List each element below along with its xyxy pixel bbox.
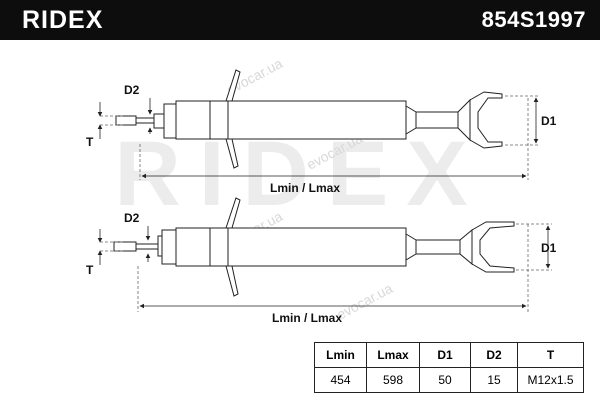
label-d1-top: D1	[541, 114, 557, 128]
watermark-site-4: evocar.ua	[334, 280, 395, 323]
shock-absorber-top	[115, 69, 503, 169]
brand-logo: RIDEX	[22, 6, 104, 34]
spec-value-d2: 15	[470, 367, 518, 393]
spec-value-t: M12x1.5	[517, 367, 584, 393]
spec-value-lmin: 454	[314, 367, 367, 393]
technical-drawing: RIDEX evocar.ua evocar.ua evocar.ua evoc…	[86, 55, 557, 325]
spec-header-d2: D2	[470, 342, 518, 368]
spec-value-lmax: 598	[366, 367, 420, 393]
label-d2-bottom: D2	[124, 211, 140, 225]
spec-header-lmin: Lmin	[314, 342, 367, 368]
label-d1-bottom: D1	[541, 241, 557, 255]
label-d2-top: D2	[124, 83, 140, 97]
spec-header-lmax: Lmax	[366, 342, 420, 368]
label-length-bottom: Lmin / Lmax	[272, 311, 342, 325]
dimensions-top	[97, 95, 540, 180]
label-t-top: T	[86, 135, 94, 149]
shock-absorber-bottom	[113, 197, 515, 297]
part-number: 854S1997	[481, 7, 586, 32]
spec-header-d1: D1	[419, 342, 471, 368]
spec-table-header-row: Lmin Lmax D1 D2 T	[314, 342, 584, 368]
dimensions-bottom	[97, 223, 552, 312]
label-t-bottom: T	[86, 263, 94, 277]
header-bar: RIDEX 854S1997	[0, 0, 600, 40]
spec-table: Lmin Lmax D1 D2 T 454 598 50 15 M12x1.5	[314, 342, 584, 393]
spec-table-value-row: 454 598 50 15 M12x1.5	[314, 367, 584, 393]
spec-value-d1: 50	[419, 367, 471, 393]
spec-header-t: T	[517, 342, 584, 368]
label-length-top: Lmin / Lmax	[270, 181, 340, 195]
